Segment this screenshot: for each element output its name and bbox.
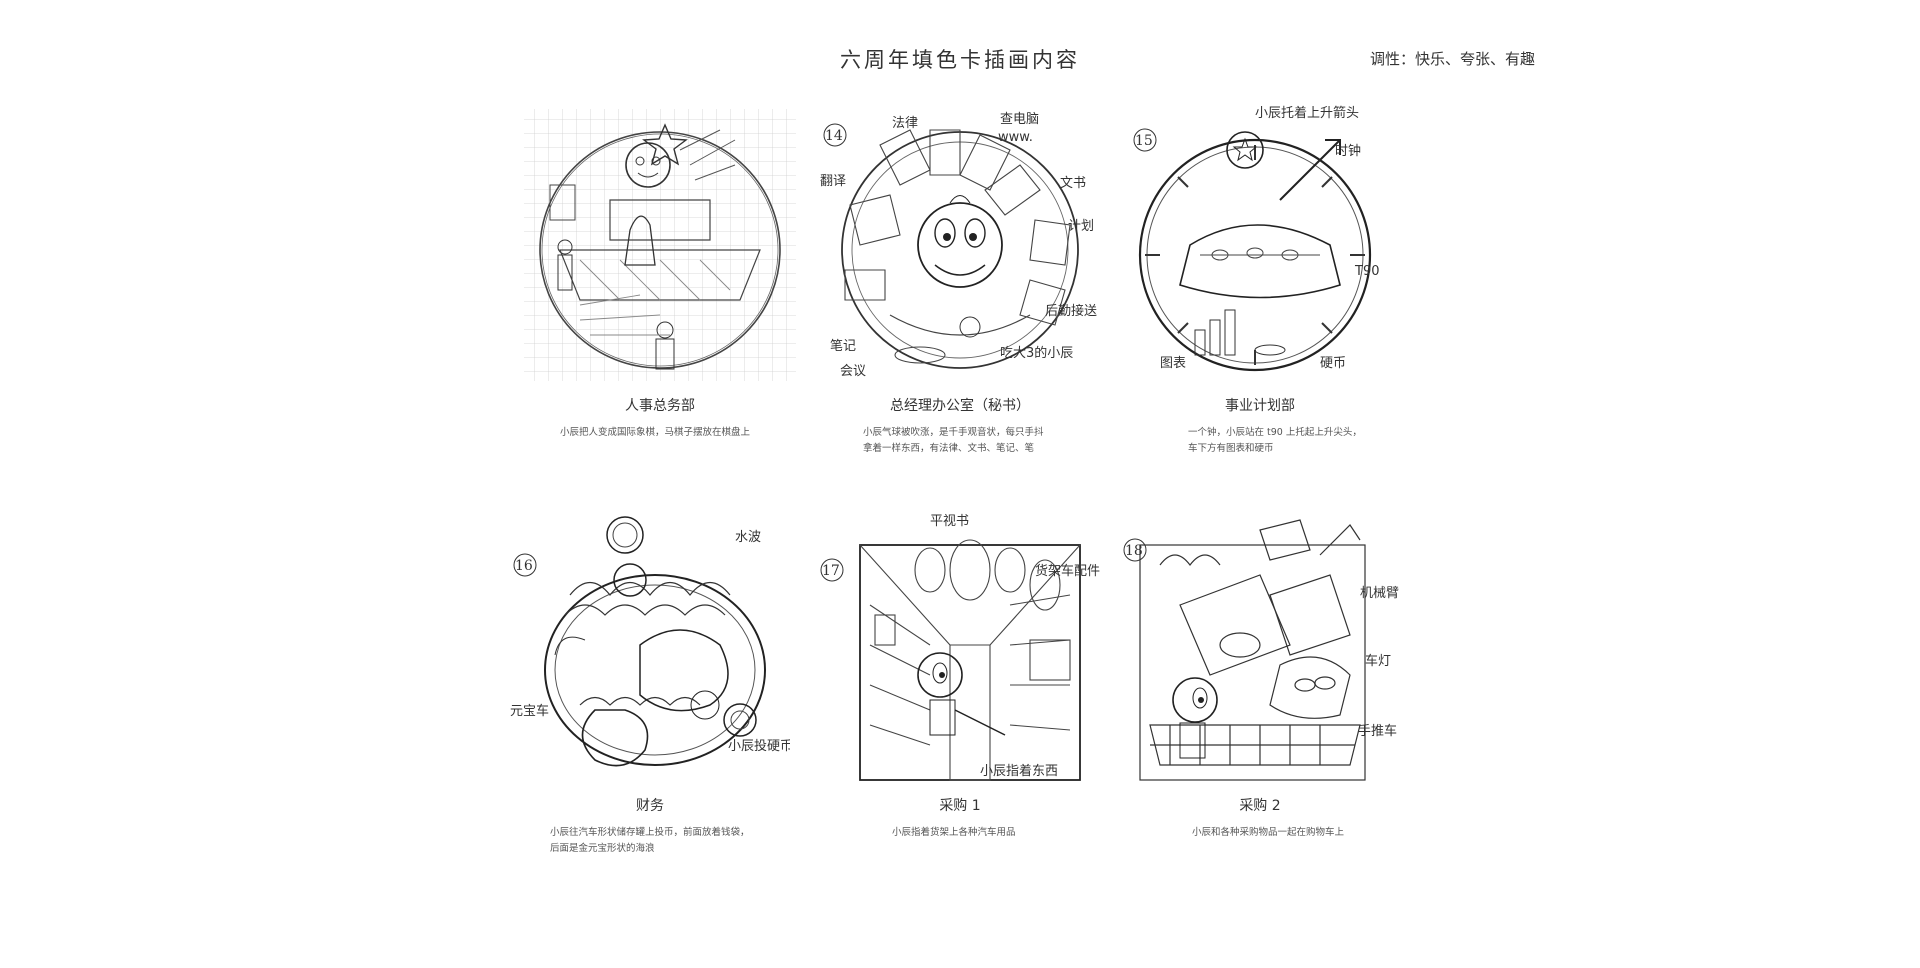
sketch-note: 硬币 — [1320, 356, 1346, 371]
card-title: 采购 2 — [1239, 798, 1281, 814]
card-description-line: 一个钟，小辰站在 t90 上托起上升尖头， — [1188, 427, 1362, 438]
sketch-note: 笔记 — [830, 338, 856, 354]
sketch-number: 16 — [515, 558, 533, 574]
card-description-line: 后面是金元宝形状的海浪 — [550, 843, 655, 854]
card-hr-admin: 人事总务部 小辰把人变成国际象棋，马棋子摆放在棋盘上 — [520, 105, 800, 441]
card-title: 财务 — [636, 798, 664, 814]
sketch-purchasing-1: 17 平视书 — [820, 505, 1100, 785]
card-title: 总经理办公室（秘书） — [890, 398, 1030, 414]
sketch-note: 机械臂 — [1360, 586, 1399, 601]
card-description: 一个钟，小辰站在 t90 上托起上升尖头， 车下方有图表和硬币 — [1120, 425, 1400, 457]
card-description-line: 小辰和各种采购物品一起在购物车上 — [1192, 827, 1345, 838]
hr-admin-sketch-image — [524, 109, 796, 381]
purchasing-1-sketch-image: 17 平视书 — [820, 514, 1100, 781]
card-purchasing-2: 18 — [1120, 505, 1400, 841]
sketch-business-planning: 15 小 — [1120, 105, 1400, 385]
sketch-note: 文书 — [1060, 176, 1086, 191]
card-title: 人事总务部 — [625, 398, 695, 414]
sketch-note: 货架车配件 — [1035, 563, 1100, 579]
sketch-note: 车灯 — [1365, 653, 1391, 669]
page-title: 六周年填色卡插画内容 — [840, 48, 1080, 72]
sketch-finance: 16 水波 元宝车 小辰投硬币 — [510, 505, 790, 785]
sketch-hr-admin — [520, 105, 800, 385]
card-description: 小辰往汽车形状储存罐上投币，前面放着钱袋， 后面是金元宝形状的海浪 — [510, 825, 790, 857]
card-gm-office: 14 — [820, 105, 1100, 457]
card-description-line: 小辰往汽车形状储存罐上投币，前面放着钱袋， — [550, 827, 750, 838]
card-title: 采购 1 — [939, 798, 981, 814]
sketch-note: 手推车 — [1358, 723, 1397, 739]
card-purchasing-1: 17 平视书 — [820, 505, 1100, 841]
sketch-note: 会议 — [840, 364, 866, 379]
sketch-note: T90 — [1354, 264, 1379, 279]
sketch-note: 小辰投硬币 — [728, 738, 790, 754]
sketch-note: 后勤接送 — [1045, 303, 1097, 319]
sketch-note: www. — [998, 130, 1033, 145]
sketch-number: 17 — [822, 563, 840, 579]
tone-label: 调性：快乐、夸张、有趣 — [1370, 50, 1536, 68]
card-description-line: 小辰气球被吹涨，是千手观音状，每只手抖 — [863, 427, 1044, 438]
business-planning-sketch-image: 15 小 — [1133, 105, 1379, 372]
card-description: 小辰把人变成国际象棋，马棋子摆放在棋盘上 — [520, 425, 800, 441]
sketch-note: 平视书 — [930, 514, 969, 529]
sketch-number: 14 — [825, 128, 843, 144]
sketch-note: 小辰指着东西 — [980, 763, 1058, 779]
card-description-line: 小辰指着货架上各种汽车用品 — [892, 827, 1016, 838]
card-description: 小辰和各种采购物品一起在购物车上 — [1120, 825, 1400, 841]
sketch-number: 18 — [1125, 543, 1143, 559]
gm-office-sketch-image: 14 — [820, 112, 1097, 379]
purchasing-2-sketch-image: 18 — [1123, 519, 1399, 781]
sketch-note: 图表 — [1160, 356, 1186, 371]
sketch-note: 查电脑 — [1000, 112, 1039, 127]
finance-sketch-image: 16 水波 元宝车 小辰投硬币 — [510, 516, 790, 767]
sketch-note: 翻译 — [820, 174, 846, 189]
sketch-note: 计划 — [1068, 219, 1094, 234]
sketch-note: 法律 — [892, 116, 918, 131]
sketch-number: 15 — [1135, 133, 1153, 149]
sketch-note: 水波 — [735, 530, 761, 545]
sketch-gm-office: 14 — [820, 105, 1100, 385]
card-description: 小辰气球被吹涨，是千手观音状，每只手抖 拿着一样东西，有法律、文书、笔记、笔 — [820, 425, 1100, 457]
sketch-note: 吃大3的小辰 — [1000, 345, 1073, 361]
sketch-note: 元宝车 — [510, 703, 549, 719]
card-description: 小辰指着货架上各种汽车用品 — [820, 825, 1100, 841]
sketch-note: 小辰托着上升箭头 — [1255, 105, 1359, 121]
card-title: 事业计划部 — [1225, 398, 1295, 414]
card-description-line: 车下方有图表和硬币 — [1188, 443, 1274, 454]
sketch-purchasing-2: 18 — [1120, 505, 1400, 785]
card-description-line: 小辰把人变成国际象棋，马棋子摆放在棋盘上 — [560, 427, 751, 438]
card-description-line: 拿着一样东西，有法律、文书、笔记、笔 — [863, 443, 1035, 454]
sketch-note: 时钟 — [1335, 143, 1361, 159]
card-business-planning: 15 小 — [1120, 105, 1400, 457]
card-finance: 16 水波 元宝车 小辰投硬币 — [510, 505, 790, 857]
